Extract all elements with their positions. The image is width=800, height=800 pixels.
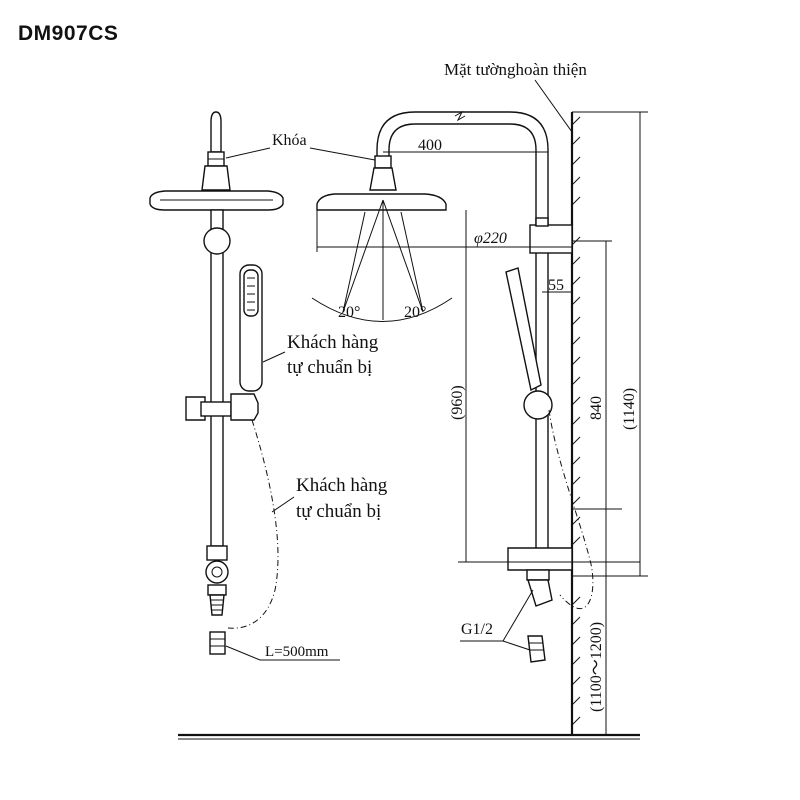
angle-left: 20° [338,304,360,321]
wall-label: Mặt tườnghoàn thiện [444,60,587,79]
dim-1140: (1140) [572,111,648,577]
dim-1100-1200: (1100～1200) [572,508,622,735]
lock-leader-left [225,147,271,159]
dim-1140-text: (1140) [621,388,638,430]
angle-right: 20° [404,304,426,321]
dim-400: 400 [383,137,548,154]
customer-label-1-line1: Khách hàng [287,332,379,353]
wall-leader [534,79,573,133]
customer-leader-2 [271,496,295,513]
hose-leader [225,645,340,661]
dim-55-text: 55 [548,277,564,294]
wall [570,112,581,735]
front-view [149,111,284,655]
dim-1100-1200-text: (1100～1200) [588,622,605,712]
dim-55: 55 [542,277,572,294]
customer-label-2-line2: tự chuẩn bị [296,501,381,522]
dim-840: 840 [572,240,612,562]
thread-leader-2 [502,640,531,651]
floor-line [178,733,640,740]
customer-label-1-line2: tự chuẩn bị [287,357,372,378]
dim-960: (960) [449,252,640,563]
thread-label: G1/2 [461,621,493,638]
lock-label: Khóa [272,132,307,149]
customer-leader-1 [262,351,286,363]
dim-220-text: φ220 [474,230,507,247]
side-view [311,110,594,663]
customer-label-2-line1: Khách hàng [296,475,388,496]
dim-960-text: (960) [449,385,466,420]
dim-220: φ220 [316,210,572,252]
model-title: DM907CS [18,22,119,45]
lock-leader-right [309,147,376,161]
dim-400-text: 400 [418,137,442,154]
hose-length-label: L=500mm [265,644,329,660]
dim-840-text: 840 [588,396,605,420]
